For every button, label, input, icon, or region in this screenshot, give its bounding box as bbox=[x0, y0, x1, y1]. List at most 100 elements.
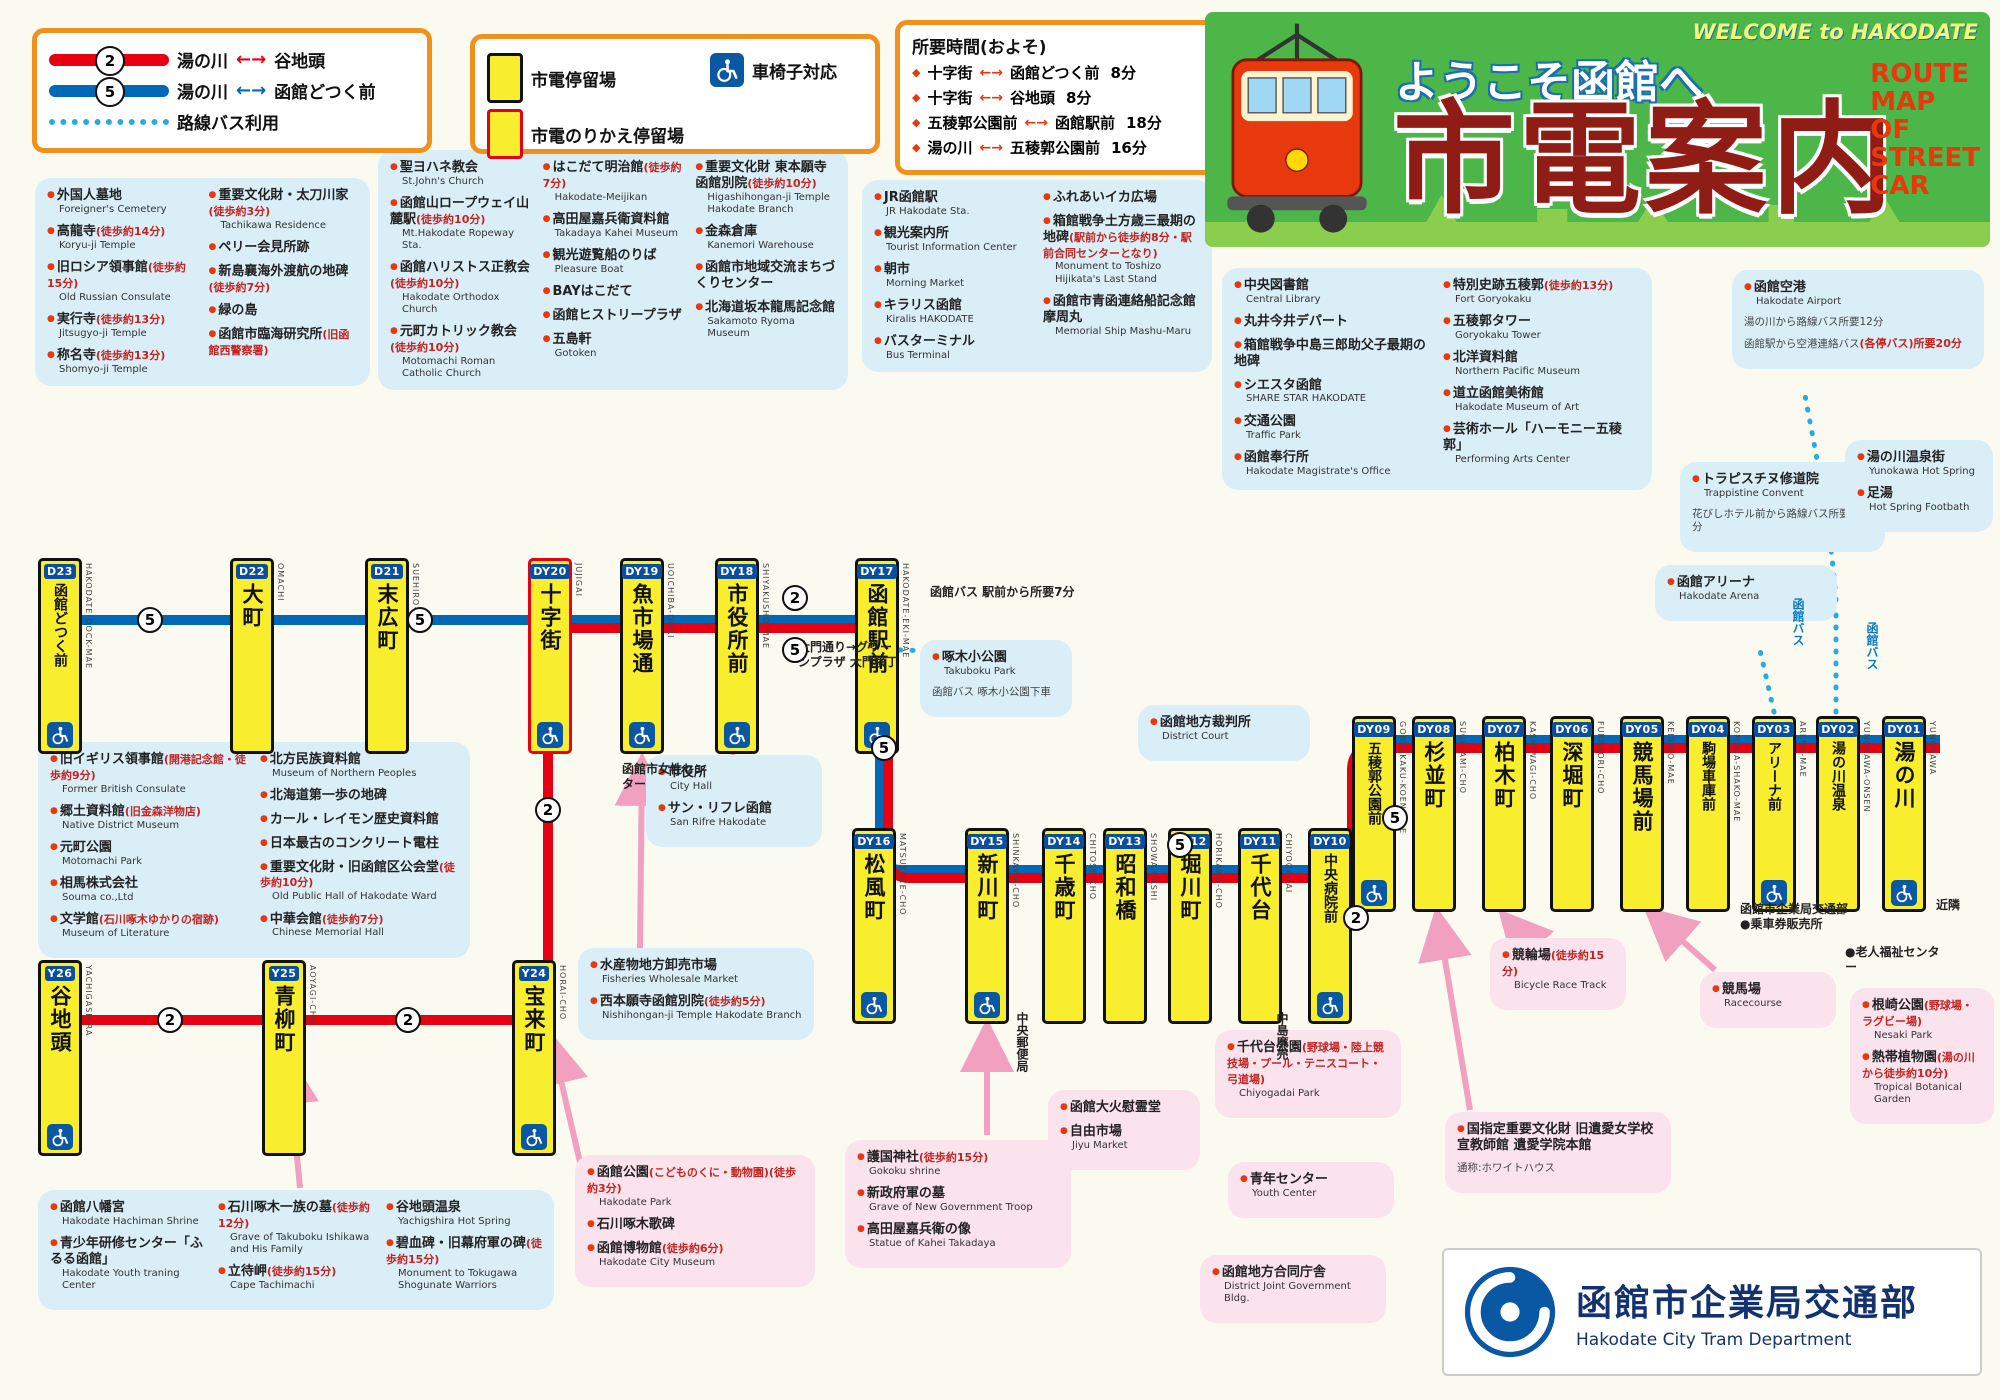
cluster-gokoku: 護国神社(徒歩約15分)Gokoku shrine新政府軍の墓Grave of … bbox=[845, 1140, 1071, 1269]
station-code: DY06 bbox=[1552, 722, 1592, 737]
landmark-name-jp: 北方民族資料館 bbox=[260, 752, 458, 768]
landmark-name-en: Tropical Botanical Garden bbox=[1874, 1081, 1962, 1105]
station-romaji: SHIYAKUSHO-MAE bbox=[761, 563, 770, 650]
landmark-name-jp: シエスタ函館 bbox=[1234, 378, 1431, 394]
landmark-name-jp: 中華会館(徒歩約7分) bbox=[260, 912, 458, 928]
landmark-name-jp: 箱館戦争中島三郎助父子最期の地碑 bbox=[1234, 338, 1431, 370]
station-name: 柏木町 bbox=[1492, 741, 1516, 810]
station-name: 湯の川温泉 bbox=[1830, 741, 1846, 811]
landmark-name-jp: 高田屋嘉兵衛の像 bbox=[857, 1222, 1059, 1238]
walking-time: (旧金森洋物店) bbox=[124, 804, 201, 818]
landmark-name-en: Hakodate-Meijikan bbox=[554, 191, 648, 203]
landmark-name-jp: 金森倉庫 bbox=[695, 224, 836, 240]
landmark-name-jp: カール・レイモン歴史資料館 bbox=[260, 812, 458, 828]
landmark-name-en: Fisheries Wholesale Market bbox=[602, 973, 739, 985]
landmark-name-en: Souma co.,Ltd bbox=[62, 891, 134, 903]
station-romaji: HORAI-CHO bbox=[558, 965, 567, 1021]
landmark-name-jp: 高龍寺(徒歩約14分) bbox=[47, 224, 197, 240]
landmark-name-jp: 市役所 bbox=[658, 765, 810, 781]
landmark: 箱館戦争土方歳三最期の地碑(駅前から徒歩約8分・駅前合同センターとなり)Monu… bbox=[1043, 214, 1200, 286]
landmark-name-en: Grave of New Government Troop bbox=[869, 1201, 1033, 1213]
landmark-name-en: District Joint Government Bldg. bbox=[1224, 1280, 1351, 1305]
walking-time: (徒歩約7分) bbox=[208, 280, 271, 294]
travel-times-box: 所要時間(およそ) 十字街←→函館どつく前8分十字街←→谷地頭8分五稜郭公園前←… bbox=[895, 20, 1225, 175]
tram-stop-sample bbox=[487, 53, 523, 103]
tram-department-logo bbox=[1464, 1266, 1556, 1358]
landmark-name-en: Sakamoto Ryoma Museum bbox=[707, 315, 795, 339]
cluster-keirin: 競輪場(徒歩約15分)Bicycle Race Track bbox=[1490, 938, 1626, 1010]
walking-time: (開港記念館・徒歩約9分) bbox=[50, 753, 246, 782]
landmark-name-jp: 自由市場 bbox=[1060, 1124, 1188, 1140]
station-code: DY17 bbox=[857, 564, 897, 579]
wheelchair-icon bbox=[629, 722, 655, 748]
landmark-name-jp: 湯の川温泉街 bbox=[1857, 450, 1981, 466]
landmark-name-en: Mt.Hakodate Ropeway Sta. bbox=[402, 227, 514, 251]
landmark-name-jp: 北海道坂本龍馬記念館 bbox=[695, 300, 836, 316]
landmark-name-jp: 啄木小公園 bbox=[932, 650, 1060, 666]
landmark: ふれあいイカ広場 bbox=[1043, 190, 1200, 206]
landmark-name-en: Traffic Park bbox=[1246, 429, 1301, 441]
station-code: DY05 bbox=[1622, 722, 1662, 737]
walking-time: (徒歩約10分) bbox=[416, 212, 486, 226]
route-terminal-to: 函館どつく前 bbox=[274, 83, 376, 103]
station-DY12[interactable]: DY12堀川町HORIKAWA-CHO bbox=[1168, 828, 1223, 1024]
landmark-name-en: Central Library bbox=[1246, 293, 1321, 305]
landmark-name-jp: 谷地頭温泉 bbox=[386, 1200, 542, 1216]
landmark-name-jp: 元町公園 bbox=[50, 840, 248, 856]
landmark-name-en: St.John's Church bbox=[402, 175, 484, 187]
walking-time: (徒歩約13分) bbox=[95, 349, 166, 363]
travel-times-rows: 十字街←→函館どつく前8分十字街←→谷地頭8分五稜郭公園前←→函館駅前18分湯の… bbox=[912, 62, 1208, 158]
landmark-name-jp: 聖ヨハネ教会 bbox=[390, 160, 531, 176]
landmark-name-jp: 元町カトリック教会(徒歩約10分) bbox=[390, 324, 531, 356]
landmark: 函館ハリストス正教会(徒歩約10分)Hakodate Orthodox Chur… bbox=[390, 260, 531, 316]
transfer-stop-sample bbox=[487, 109, 523, 159]
landmark-name-jp: 箱館戦争土方歳三最期の地碑(駅前から徒歩約8分・駅前合同センターとなり) bbox=[1043, 214, 1200, 262]
station-code: DY11 bbox=[1240, 834, 1280, 849]
welcome-japanese: ようこそ函館へ bbox=[1395, 57, 1703, 108]
landmark-name-en: Cape Tachimachi bbox=[230, 1279, 315, 1291]
landmark-name-en: Memorial Ship Mashu-Maru bbox=[1055, 325, 1192, 337]
station-romaji: CHIYOGADAI bbox=[1284, 833, 1293, 894]
landmark: 石川啄木歌碑 bbox=[587, 1217, 803, 1233]
landmark-name-jp: 函館市臨海研究所(旧函館西警察署) bbox=[209, 327, 359, 359]
station-name: 駒場車庫前 bbox=[1700, 741, 1716, 811]
time-minutes: 18分 bbox=[1125, 114, 1162, 132]
title-banner: WELCOME to HAKODATE ようこそ函館へ 市電案内 ROUTE M… bbox=[1205, 12, 1990, 247]
landmark-name-jp: 西本願寺函館別院(徒歩約5分) bbox=[590, 994, 802, 1010]
wheelchair-icon bbox=[47, 1124, 73, 1150]
landmark-name-en: Fort Goryokaku bbox=[1455, 293, 1532, 305]
landmark: 函館ヒストリープラザ bbox=[543, 308, 684, 324]
landmark-name-jp: 新政府軍の墓 bbox=[857, 1186, 1059, 1202]
walking-time: (野球場・陸上競技場・プール・テニスコート・弓道場) bbox=[1227, 1041, 1384, 1086]
station-romaji: UOICHIBA-DORI bbox=[666, 563, 675, 639]
landmark: 北海道第一歩の地碑 bbox=[260, 788, 458, 804]
